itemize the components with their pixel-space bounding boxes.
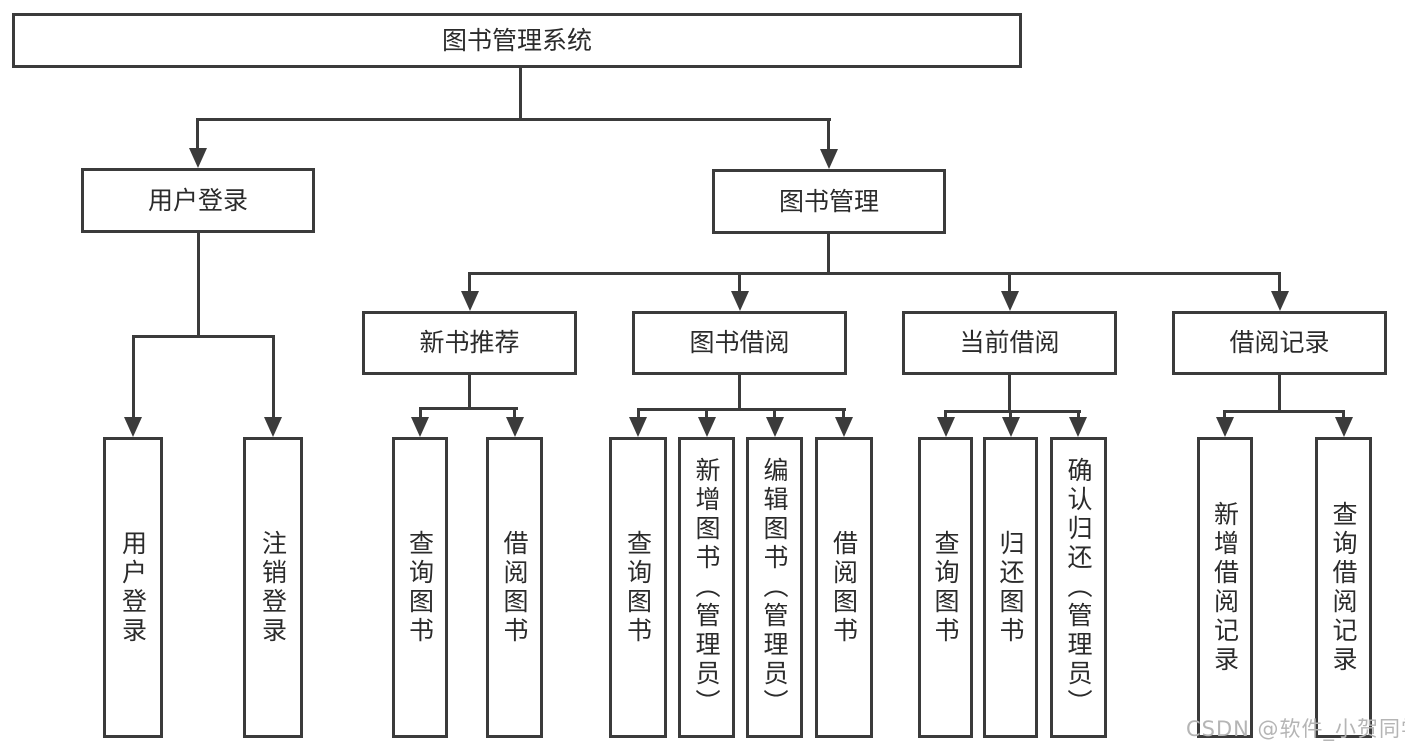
connector-line xyxy=(271,335,275,419)
node-label: 图书管理系统 xyxy=(441,25,592,55)
connector-line xyxy=(468,272,1281,275)
arrowhead-down-icon xyxy=(505,417,524,437)
leaf-borrow-books: 借阅图书 xyxy=(815,437,873,738)
connector-line xyxy=(468,375,471,410)
leaf-label: 借阅图书 xyxy=(829,529,859,646)
connector-line xyxy=(513,407,516,421)
leaf-query-books: 查询图书 xyxy=(392,437,448,738)
node-borrowing-records: 借阅记录 xyxy=(1172,311,1387,375)
arrowhead-down-icon xyxy=(460,291,479,311)
arrowhead-down-icon xyxy=(411,417,429,437)
arrowhead-down-icon xyxy=(834,417,853,437)
node-book-borrowing: 图书借阅 xyxy=(632,311,847,375)
leaf-label: 新增借阅记录 xyxy=(1210,500,1240,675)
connector-line xyxy=(773,408,776,421)
node-user-login: 用户登录 xyxy=(81,168,315,233)
node-book-management: 图书管理 xyxy=(712,169,946,234)
connector-line xyxy=(827,118,830,151)
node-label: 图书管理 xyxy=(778,186,879,216)
csdn-watermark: CSDN @软件_小贺同学 xyxy=(1186,717,1405,741)
leaf-label: 查询图书 xyxy=(931,529,960,646)
connector-line xyxy=(518,68,522,121)
connector-line xyxy=(418,407,518,410)
arrowhead-down-icon xyxy=(819,149,838,169)
leaf-label: 用户登录 xyxy=(118,529,148,646)
leaf-user-login: 用户登录 xyxy=(103,437,163,738)
arrowhead-down-icon xyxy=(697,417,716,437)
node-label: 图书借阅 xyxy=(689,328,790,358)
leaf-confirm-return-admin: 确认归还（管理员） xyxy=(1050,437,1107,738)
arrowhead-down-icon xyxy=(1000,291,1019,311)
leaf-label: 查询图书 xyxy=(405,529,435,646)
node-label: 新书推荐 xyxy=(419,328,520,358)
leaf-label: 借阅图书 xyxy=(500,529,529,646)
leaf-query-borrow-record: 查询借阅记录 xyxy=(1315,437,1372,738)
leaf-add-borrow-record: 新增借阅记录 xyxy=(1197,437,1253,738)
arrowhead-down-icon xyxy=(936,417,955,437)
leaf-label: 查询借阅记录 xyxy=(1329,500,1358,675)
connector-line xyxy=(468,272,471,293)
node-library-management-system: 图书管理系统 xyxy=(12,13,1022,68)
connector-line xyxy=(842,408,845,421)
connector-line xyxy=(944,410,1081,413)
leaf-label: 归还图书 xyxy=(996,529,1025,646)
connector-line xyxy=(1008,375,1011,413)
arrowhead-down-icon xyxy=(629,417,647,437)
leaf-edit-book-admin: 编辑图书（管理员） xyxy=(746,437,803,738)
arrowhead-down-icon xyxy=(1334,417,1353,437)
arrowhead-down-icon xyxy=(1270,291,1289,311)
node-label: 当前借阅 xyxy=(959,328,1060,358)
node-label: 借阅记录 xyxy=(1229,328,1330,358)
arrowhead-down-icon xyxy=(1001,417,1020,437)
connector-line xyxy=(1342,410,1345,421)
connector-line xyxy=(944,410,947,421)
leaf-query-books: 查询图书 xyxy=(918,437,973,738)
connector-line xyxy=(1223,410,1226,421)
leaf-label: 注销登录 xyxy=(258,529,288,646)
leaf-query-books: 查询图书 xyxy=(609,437,667,738)
connector-line xyxy=(131,335,275,338)
connector-line xyxy=(131,335,135,419)
connector-line xyxy=(1076,410,1080,421)
leaf-add-book-admin: 新增图书（管理员） xyxy=(678,437,735,738)
connector-line xyxy=(1278,272,1281,293)
node-label: 用户登录 xyxy=(147,185,248,215)
arrowhead-down-icon xyxy=(124,417,142,437)
connector-line xyxy=(1009,410,1012,421)
leaf-label: 新增图书（管理员） xyxy=(692,457,721,718)
leaf-borrow-books: 借阅图书 xyxy=(486,437,543,738)
connector-line xyxy=(636,408,640,421)
arrowhead-down-icon xyxy=(188,148,207,168)
arrowhead-down-icon xyxy=(730,291,749,311)
connector-line xyxy=(705,408,708,421)
leaf-label: 确认归还（管理员） xyxy=(1064,457,1093,718)
leaf-label: 查询图书 xyxy=(623,529,653,646)
leaf-return-book: 归还图书 xyxy=(983,437,1038,738)
leaf-logout: 注销登录 xyxy=(243,437,303,738)
connector-line xyxy=(827,233,830,275)
connector-line xyxy=(738,375,741,411)
connector-line xyxy=(1223,410,1345,413)
arrowhead-down-icon xyxy=(264,417,282,437)
connector-line xyxy=(196,118,831,121)
arrowhead-down-icon xyxy=(1215,417,1234,437)
node-current-borrowing: 当前借阅 xyxy=(902,311,1117,375)
connector-line xyxy=(1008,272,1011,293)
node-new-book-recommendation: 新书推荐 xyxy=(362,311,577,375)
connector-line xyxy=(738,272,741,293)
arrowhead-down-icon xyxy=(1069,417,1087,437)
connector-line xyxy=(418,407,422,421)
arrowhead-down-icon xyxy=(765,417,784,437)
connector-line xyxy=(1278,374,1281,413)
connector-line xyxy=(196,232,200,338)
leaf-label: 编辑图书（管理员） xyxy=(760,457,789,718)
connector-line xyxy=(196,118,199,150)
connector-line xyxy=(636,408,846,411)
